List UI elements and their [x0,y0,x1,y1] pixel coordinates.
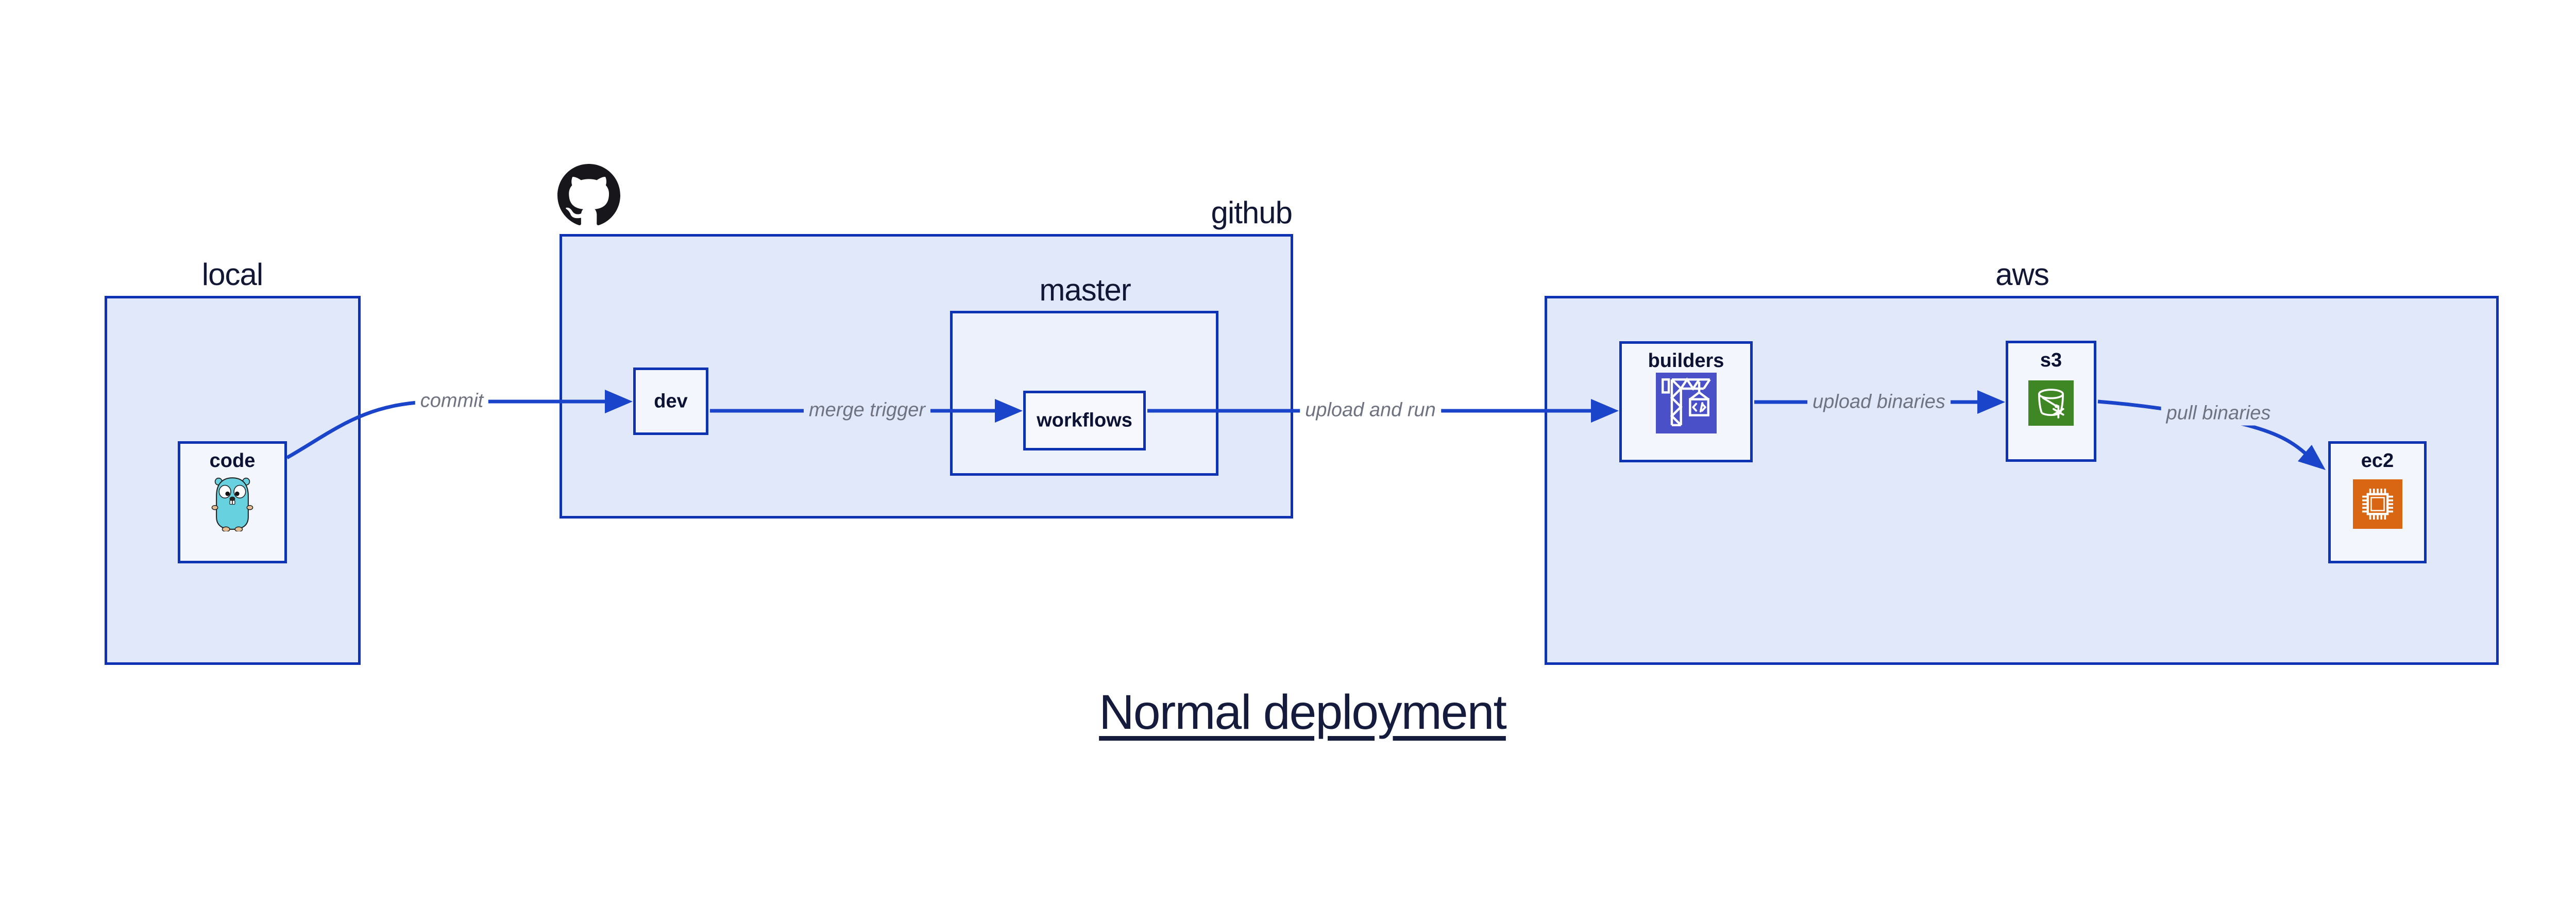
container-master-label: master [1039,273,1131,307]
diagram-title: Normal deployment [1099,685,1507,740]
edge-label-upload-and-run: upload and run [1300,398,1441,423]
container-aws-label: aws [1995,257,2049,292]
s3-bucket-icon [2028,380,2074,426]
node-ec2: ec2 [2328,441,2427,563]
edge-label-pull-binaries: pull binaries [2161,401,2276,426]
node-builders-label: builders [1648,350,1724,372]
node-code: code [178,441,287,563]
edge-label-merge-trigger: merge trigger [804,398,930,423]
node-builders: builders [1619,341,1753,462]
node-s3-label: s3 [2040,349,2062,371]
ec2-chip-icon [2352,479,2402,529]
node-dev: dev [633,368,708,435]
go-gopher-icon [211,477,253,531]
node-ec2-label: ec2 [2361,450,2394,472]
container-github-label: github [1211,195,1293,230]
node-s3: s3 [2006,341,2096,462]
node-workflows-label: workflows [1037,409,1132,431]
edge-label-upload-binaries: upload binaries [1807,390,1951,414]
node-workflows: workflows [1023,391,1146,450]
node-code-label: code [209,450,256,472]
github-logo-icon [557,164,620,225]
node-dev-label: dev [654,390,688,412]
codebuild-crane-icon [1655,373,1717,433]
edge-label-commit: commit [415,389,489,413]
container-local-label: local [201,257,263,292]
